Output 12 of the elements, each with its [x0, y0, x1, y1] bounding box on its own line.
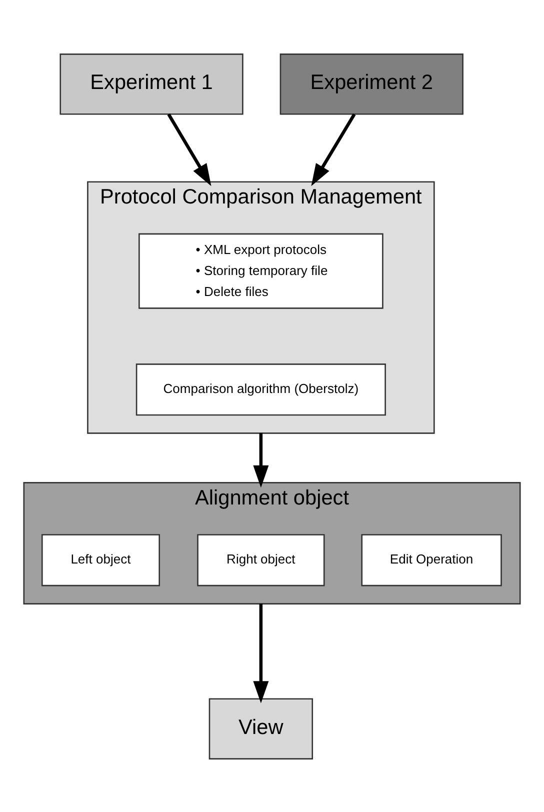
arrow	[253, 432, 269, 488]
arrow	[253, 603, 269, 703]
arrow	[311, 112, 356, 186]
node-box: Experiment 1	[60, 53, 244, 114]
node-box: • XML export protocols • Storing temporary file • Delete files	[138, 232, 384, 308]
node-box: Experiment 2	[280, 53, 464, 114]
node-box: Right object	[197, 534, 325, 586]
node-box: Edit Operation	[361, 534, 502, 586]
node-box: View	[208, 698, 314, 759]
node-box: Left object	[41, 534, 160, 586]
arrow	[167, 112, 212, 186]
node-box: Comparison algorithm (Oberstolz)	[136, 363, 386, 416]
